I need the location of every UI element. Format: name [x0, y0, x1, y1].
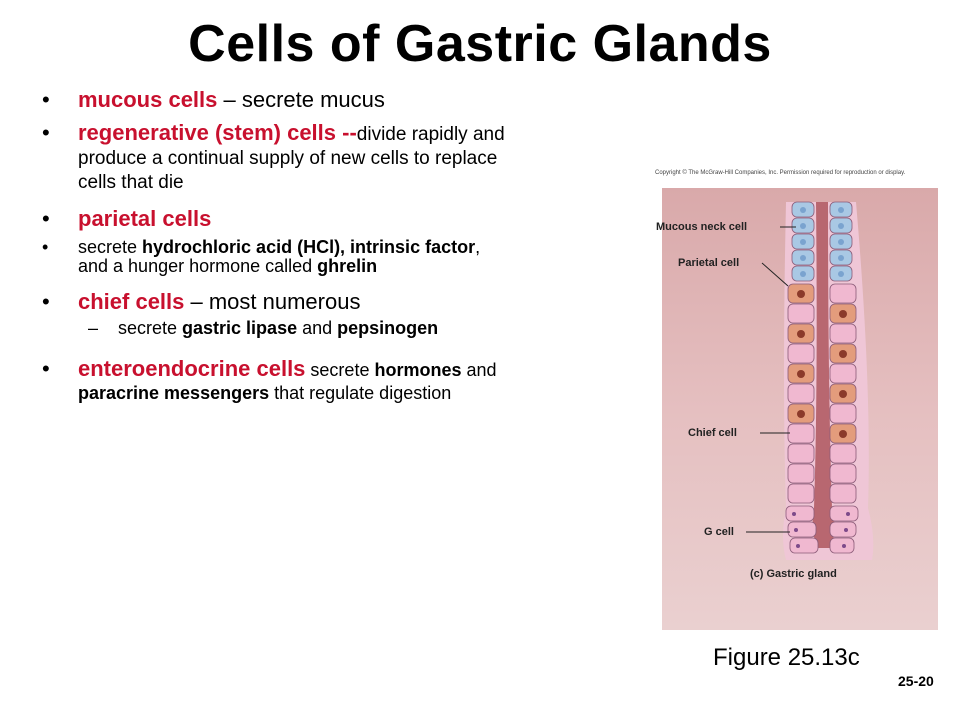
mucous-granule: [838, 255, 844, 261]
bullet-parietal-cells: • parietal cells: [42, 205, 212, 231]
mucous-granule: [838, 207, 844, 213]
parietal-nucleus: [839, 350, 847, 358]
bullet-marker: •: [42, 87, 50, 112]
g-cell: [829, 537, 855, 554]
bullet-enteroendocrine-cells: • enteroendocrine cells secrete hormones…: [42, 355, 497, 403]
sub-bullet-chief-secretions: – secrete gastric lipase and pepsinogen: [88, 317, 439, 338]
g-cell-granule: [842, 544, 846, 548]
parietal-nucleus: [797, 370, 805, 378]
slide-title: Cells of Gastric Glands: [188, 15, 772, 73]
figure-caption: Figure 25.13c: [713, 644, 860, 671]
mucous-granule: [800, 239, 806, 245]
parietal-nucleus: [839, 390, 847, 398]
chief-cell: [787, 463, 815, 484]
label-chief-cell: Chief cell: [688, 427, 737, 439]
figure-part-caption: (c) Gastric gland: [750, 568, 837, 580]
g-cell: [829, 521, 857, 538]
mucous-granule: [800, 255, 806, 261]
bullet-chief-cells: • chief cells – most numerous: [42, 288, 361, 314]
chief-cell: [829, 463, 857, 484]
bullet-list: • mucous cells – secrete mucus • regener…: [40, 88, 620, 403]
bullet-regenerative-cells: • regenerative (stem) cells --divide rap…: [42, 120, 505, 193]
chief-cell: [829, 403, 857, 424]
g-cell-granule: [844, 528, 848, 532]
label-mucous-neck-cell: Mucous neck cell: [656, 221, 748, 233]
chief-cell: [787, 343, 815, 364]
chief-cell: [829, 443, 857, 464]
parietal-nucleus: [839, 430, 847, 438]
chief-cell: [787, 483, 815, 504]
gastric-gland-figure: Mucous neck cell Parietal cell Chief cel…: [656, 188, 938, 630]
mucous-granule: [800, 207, 806, 213]
g-cell: [787, 521, 817, 538]
label-g-cell: G cell: [704, 526, 734, 538]
mucous-granule: [838, 271, 844, 277]
g-cell-granule: [796, 544, 800, 548]
chief-cell: [829, 323, 857, 344]
g-cell-granule: [792, 512, 796, 516]
gland-lumen: [812, 202, 835, 548]
leader-line-parietal: [761, 262, 789, 287]
parietal-nucleus: [797, 410, 805, 418]
mucous-granule: [800, 223, 806, 229]
mucous-granule: [800, 271, 806, 277]
mucous-granule: [838, 223, 844, 229]
bullet-marker: •: [42, 237, 49, 257]
chief-cell: [787, 383, 815, 404]
chief-cell: [829, 483, 857, 504]
g-cell: [789, 537, 819, 554]
copyright-notice: Copyright © The McGraw-Hill Companies, I…: [655, 170, 906, 176]
bullet-marker: •: [42, 120, 50, 146]
parietal-nucleus: [797, 330, 805, 338]
dash-marker: –: [88, 317, 99, 338]
gastric-gland-illustration: [662, 188, 938, 630]
parietal-nucleus: [839, 310, 847, 318]
bullet-parietal-secretions: • secrete hydrochloric acid (HCl), intri…: [42, 237, 481, 276]
g-cell-granule: [794, 528, 798, 532]
parietal-nucleus: [797, 290, 805, 298]
bullet-marker: •: [42, 205, 50, 231]
bullet-mucous-cells: • mucous cells – secrete mucus: [42, 87, 385, 112]
chief-cell: [829, 363, 857, 384]
chief-cell: [787, 443, 815, 464]
chief-cell: [787, 303, 815, 324]
mucous-granule: [838, 239, 844, 245]
bullet-marker: •: [42, 355, 50, 381]
g-cell-granule: [846, 512, 850, 516]
chief-cell: [829, 283, 857, 304]
bullet-marker: •: [42, 288, 50, 314]
leader-lines: [746, 226, 796, 533]
g-cell: [785, 505, 815, 522]
g-cell: [829, 505, 859, 522]
page-number: 25-20: [898, 673, 934, 689]
label-parietal-cell: Parietal cell: [678, 257, 740, 269]
